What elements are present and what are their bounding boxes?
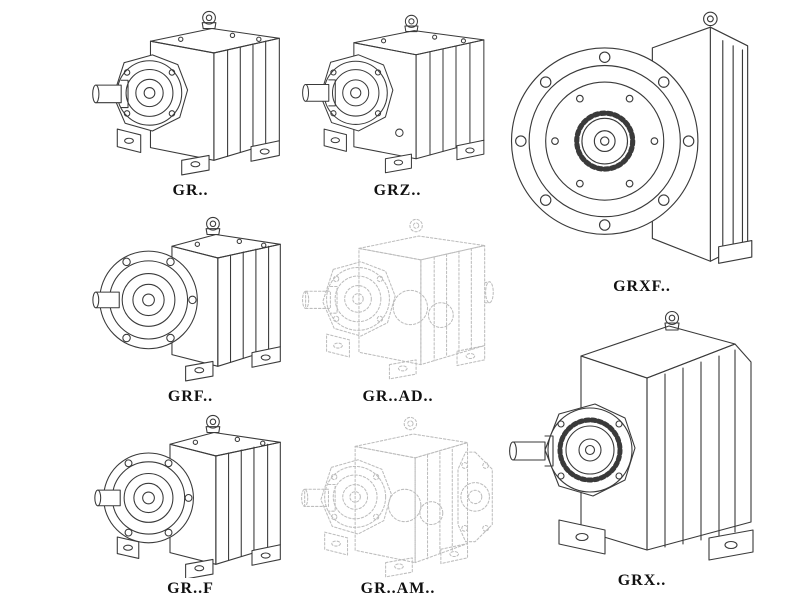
model-label-gr: GR..: [172, 182, 209, 199]
model-cell-gr: GR..: [88, 2, 293, 200]
model-label-gram: GR..AM..: [360, 580, 436, 597]
gearbox-drawing-gram: [301, 416, 493, 578]
gearbox-drawing-grf: [92, 216, 281, 382]
gearbox-drawing-grad: [302, 218, 494, 380]
gearbox-drawing-grx: [509, 310, 754, 561]
model-label-grx: GRX..: [617, 572, 667, 589]
model-cell-grx: GRX..: [497, 300, 787, 590]
model-cell-grad: GR..AD..: [298, 208, 498, 406]
model-cell-grf: GRF..: [88, 208, 293, 406]
gearbox-drawing-grf2: [94, 414, 281, 578]
gearbox-drawing-grz: [302, 14, 485, 174]
model-label-grxf: GRXF..: [613, 278, 671, 295]
model-cell-grxf: GRXF..: [497, 0, 787, 296]
model-cell-grz: GRZ..: [300, 2, 495, 200]
gearbox-drawing-gr: [92, 10, 280, 176]
model-cell-grf2: GR..F: [88, 412, 293, 598]
model-label-grz: GRZ..: [373, 182, 422, 199]
gearbox-drawing-grxf: [510, 11, 753, 264]
model-label-grf2: GR..F: [167, 580, 214, 597]
model-label-grf: GRF..: [167, 388, 214, 405]
model-label-grad: GR..AD..: [362, 388, 434, 405]
model-cell-gram: GR..AM..: [298, 412, 498, 598]
